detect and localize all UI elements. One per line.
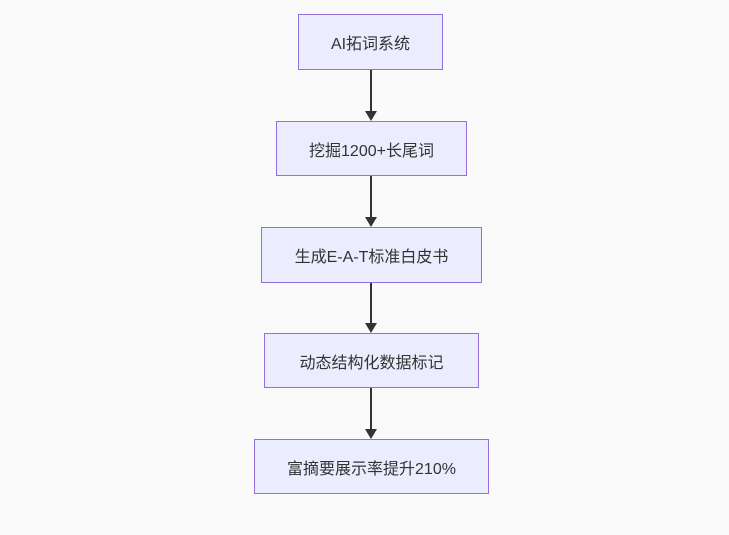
flow-node-structured-data: 动态结构化数据标记 [264,333,479,388]
flow-node-eat-whitepaper: 生成E-A-T标准白皮书 [261,227,482,283]
flow-arrow [364,388,377,439]
arrow-line [369,70,372,114]
arrowhead-down-icon [364,217,377,227]
flow-node-label: 挖掘1200+长尾词 [309,142,434,160]
flow-node-longtail-mining: 挖掘1200+长尾词 [276,121,467,176]
flow-arrow [364,176,377,227]
flow-node-rich-snippet-result: 富摘要展示率提升210% [254,439,489,494]
flow-node-ai-system: AI拓词系统 [298,14,443,70]
arrow-line [369,283,372,326]
flow-node-label: AI拓词系统 [330,36,411,53]
arrow-line [369,176,372,220]
arrowhead-down-icon [364,323,377,333]
flow-node-label: 生成E-A-T标准白皮书 [294,249,449,266]
flow-arrow [364,70,377,121]
arrowhead-down-icon [364,111,377,121]
flow-node-label: 动态结构化数据标记 [299,354,444,372]
flow-arrow [364,283,377,333]
arrow-line [369,388,372,432]
arrowhead-down-icon [364,429,377,439]
flow-node-label: 富摘要展示率提升210% [287,460,456,478]
